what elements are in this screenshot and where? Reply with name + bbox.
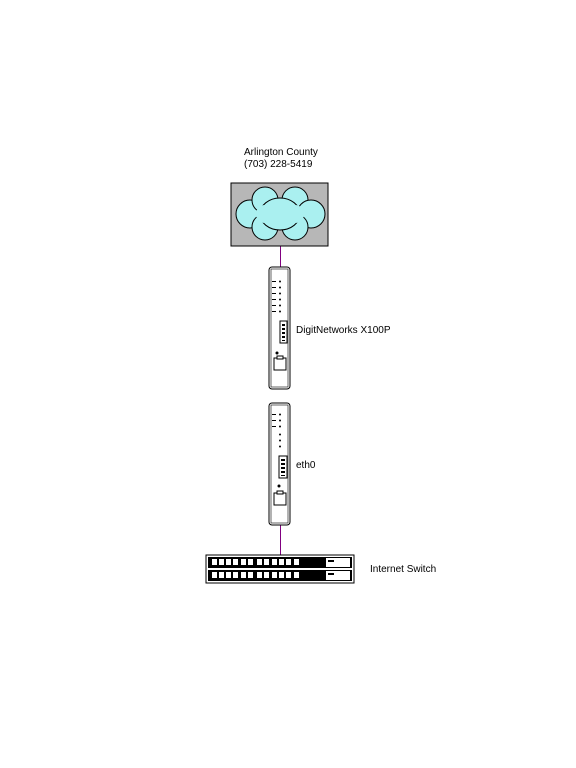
modem-card-label: DigitNetworks X100P: [296, 325, 391, 336]
nic-card-label: eth0: [296, 460, 316, 471]
switch-icon: [205, 554, 355, 584]
switch-label: Internet Switch: [370, 564, 436, 575]
cloud-icon: [230, 182, 329, 247]
nic-card-icon: [268, 402, 291, 526]
cloud-name-label: Arlington County: [244, 147, 318, 158]
modem-card-icon: [268, 266, 291, 390]
cloud-phone-label: (703) 228-5419: [244, 159, 313, 170]
